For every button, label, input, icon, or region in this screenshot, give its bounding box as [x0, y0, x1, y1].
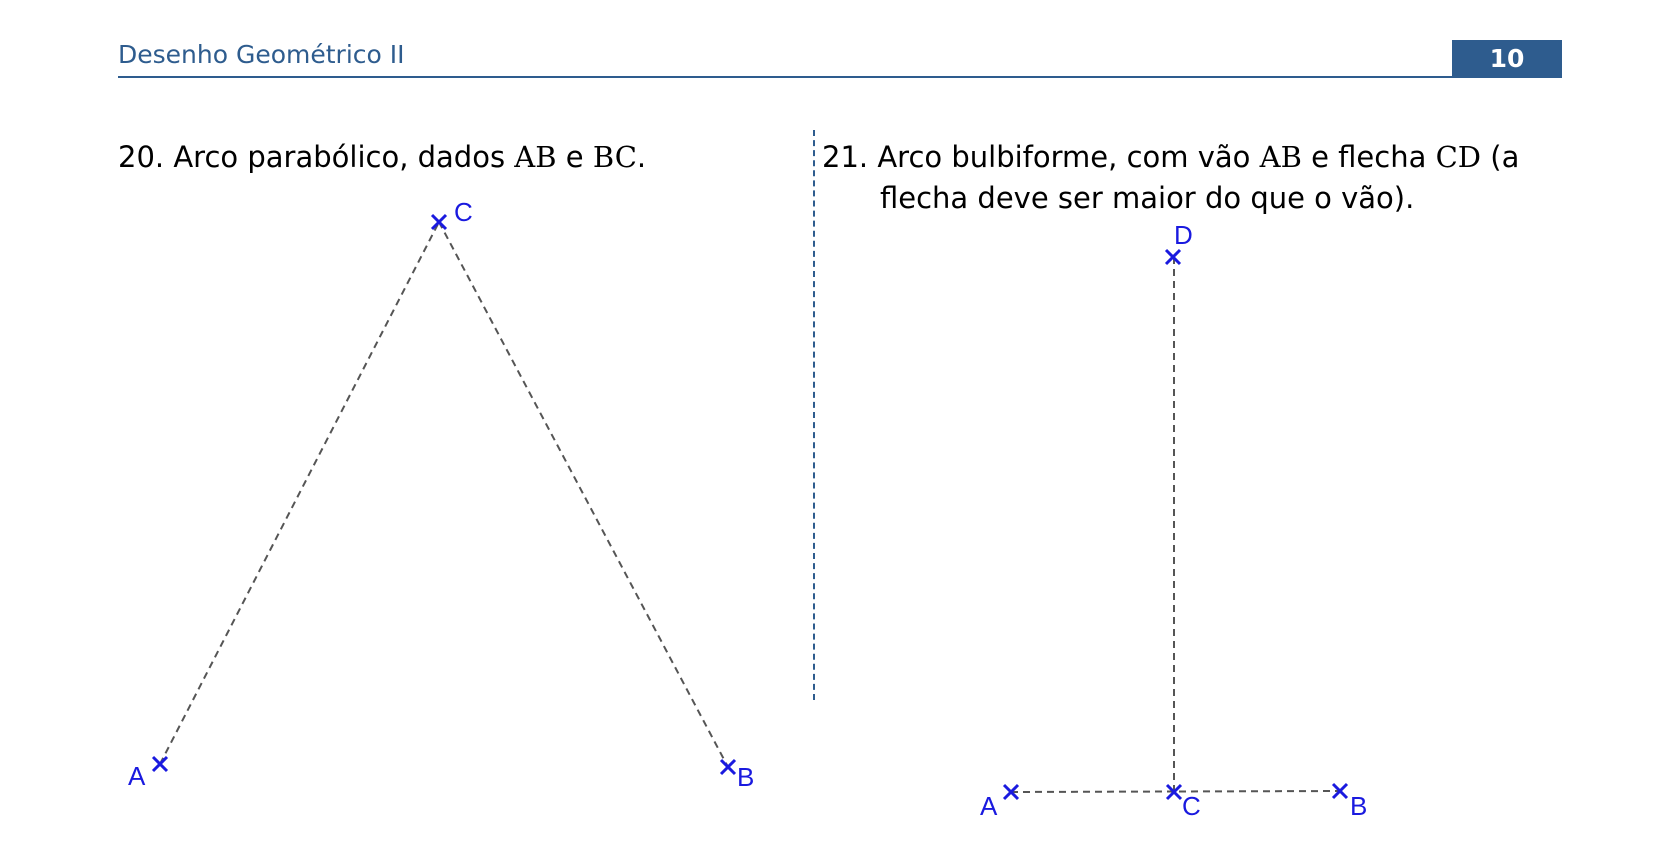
fig21-point-c-marker: [1165, 783, 1183, 801]
header-rule: [118, 76, 1562, 78]
fig20-segment-cb: [438, 221, 729, 768]
fig20-label-c: C: [454, 197, 473, 227]
problem-21-line-2: flecha deve ser maior do que o vão).: [880, 181, 1415, 215]
page-number-badge: 10: [1452, 40, 1562, 78]
fig21-point-a-marker: [1002, 783, 1020, 801]
problem-21-prefix: 21. Arco bulbiforme, com vão: [822, 140, 1260, 174]
fig20-point-b-marker: [719, 758, 737, 776]
header-title: Desenho Geométrico II: [118, 40, 405, 69]
fig21-label-a: A: [980, 791, 998, 821]
fig20-point-c-marker: [430, 213, 448, 231]
problem-21-segment-1: AB: [1259, 140, 1302, 174]
problem-21-mid: e flecha: [1301, 140, 1436, 174]
fig20-point-a-marker: [151, 755, 169, 773]
fig21-point-b-marker: [1331, 782, 1349, 800]
problem-20-statement: 20. Arco parabólico, dados AB e BC.: [118, 137, 646, 178]
figure-20: A C B: [128, 197, 754, 792]
problem-21-suffix: (a: [1481, 140, 1520, 174]
fig21-label-d: D: [1174, 220, 1193, 250]
problem-21-statement: 21. Arco bulbiforme, com vão AB e flecha…: [822, 137, 1562, 219]
fig21-label-b: B: [1350, 791, 1367, 821]
fig21-point-d-marker: [1164, 248, 1182, 266]
problem-20-prefix: 20. Arco parabólico, dados: [118, 140, 515, 174]
problem-21-segment-2: CD: [1435, 140, 1482, 174]
problem-20-mid: e: [556, 140, 593, 174]
problem-20-segment-1: AB: [514, 140, 557, 174]
figure-21: D A C B: [980, 220, 1367, 821]
fig21-segment-ab: [1010, 790, 1341, 793]
fig20-segment-ac: [159, 221, 440, 765]
fig20-label-a: A: [128, 761, 146, 791]
problem-20-suffix: .: [636, 140, 647, 174]
problem-20-segment-2: BC: [592, 140, 637, 174]
fig20-label-b: B: [737, 762, 754, 792]
column-divider: [813, 130, 815, 700]
fig21-label-c: C: [1182, 791, 1201, 821]
